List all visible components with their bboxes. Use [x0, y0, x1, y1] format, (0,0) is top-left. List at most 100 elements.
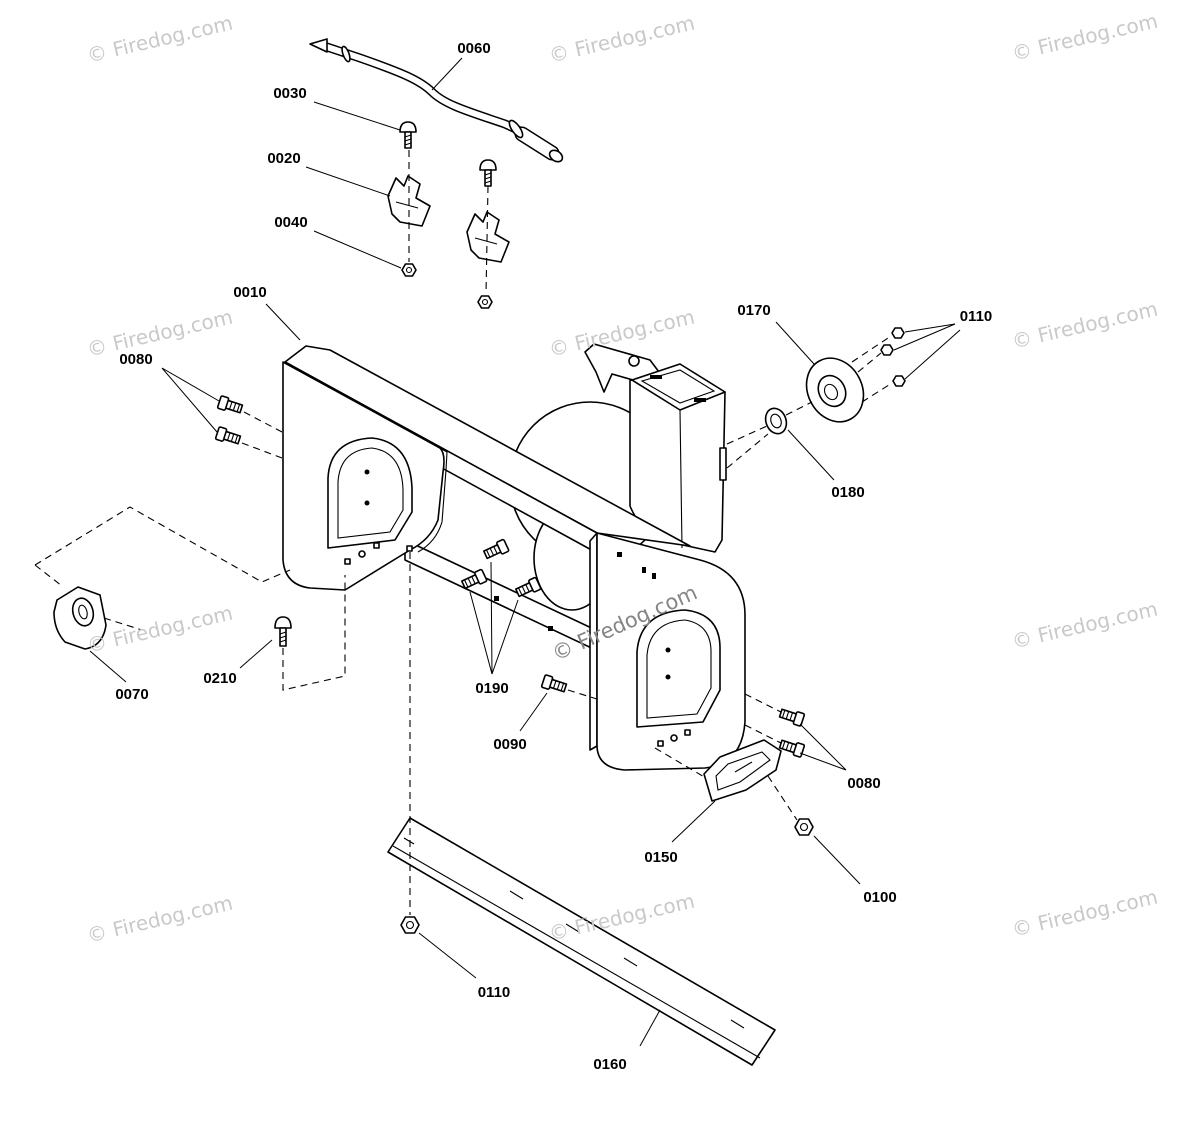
right-plate-slot	[684, 729, 691, 736]
bolt-head	[214, 426, 228, 442]
scraper-bevel	[392, 845, 761, 1059]
assembly-lines	[34, 150, 893, 915]
assembly-line	[785, 401, 813, 416]
leader-line-0060	[431, 57, 463, 91]
left-plate-hole	[364, 469, 370, 475]
watermark-text: © Firedog.com	[1010, 297, 1160, 354]
chute-bracket-hole	[628, 355, 640, 367]
leader-line-0210	[239, 639, 273, 669]
part-0190-bolt	[483, 538, 510, 560]
bolt-thread	[228, 401, 241, 412]
flange-hub	[817, 374, 847, 408]
part-0190-bolt	[515, 576, 542, 598]
leader-line-0090	[519, 692, 548, 732]
screw-head	[399, 121, 417, 133]
carriage-bolt-head	[274, 616, 292, 629]
assembly-line	[857, 352, 882, 373]
nut-hole	[481, 298, 489, 306]
nut-hole	[405, 266, 413, 274]
leader-line-0070	[89, 650, 127, 683]
watermark-text: © Firedog.com	[85, 11, 235, 68]
nut-body	[880, 344, 894, 356]
rail-slot	[494, 596, 499, 601]
part-0090-bolt	[540, 674, 568, 693]
callout-0070: 0070	[115, 686, 148, 703]
part-0080-bolt	[214, 426, 242, 445]
assembly-line	[744, 693, 782, 713]
scraper-slot	[730, 1019, 745, 1029]
watermark-text: © Firedog.com	[85, 305, 235, 362]
callout-0180: 0180	[831, 484, 864, 501]
part-0080-bolt	[216, 395, 244, 414]
bracket-fold	[474, 237, 498, 245]
right-plate-recess	[636, 609, 721, 728]
leader-line-0010	[265, 303, 301, 341]
bolt-thread	[781, 741, 794, 752]
assembly-line	[34, 564, 63, 587]
right-plate-slot	[652, 573, 656, 579]
callout-0080-left: 0080	[119, 351, 152, 368]
leader-line-0180	[787, 429, 835, 481]
callout-0030: 0030	[273, 85, 306, 102]
chute-edge	[679, 409, 683, 549]
watermark-text: © Firedog.com	[85, 891, 235, 948]
leader-line-0170	[775, 321, 815, 365]
assembly-line	[485, 185, 489, 295]
leader-line-0080-right	[799, 723, 847, 771]
left-plate-recess-inner	[337, 447, 404, 539]
rod-handle	[516, 128, 558, 159]
nut-body	[794, 818, 814, 836]
assembly-line	[744, 724, 782, 744]
part-0080-bolt	[778, 739, 806, 758]
shoe-slot	[734, 761, 753, 773]
callout-0190: 0190	[475, 680, 508, 697]
shoe-face	[715, 751, 771, 791]
assembly-line	[567, 689, 601, 701]
bolt-thread	[226, 432, 239, 443]
callout-0170: 0170	[737, 302, 770, 319]
part-0210-carriage-bolt	[274, 616, 292, 647]
part-0030-screw	[399, 121, 417, 149]
assembly-line	[282, 575, 346, 691]
right-plate-hole	[665, 647, 671, 653]
callout-0110-top: 0110	[960, 308, 993, 325]
callout-0210: 0210	[203, 670, 236, 687]
part-0180-bearing	[764, 407, 788, 435]
part-0110-nut	[880, 344, 894, 356]
watermark-text: © Firedog.com	[1010, 885, 1160, 942]
bolt-head	[540, 674, 554, 690]
assembly-line	[241, 442, 283, 459]
part-0100-nut	[794, 818, 814, 836]
callout-0090: 0090	[493, 736, 526, 753]
chute-mark	[650, 375, 662, 379]
callout-0080-right: 0080	[847, 775, 880, 792]
bolt-head	[792, 711, 806, 727]
bracket-body	[466, 211, 510, 263]
nut-body	[892, 375, 906, 387]
callout-0160: 0160	[593, 1056, 626, 1073]
watermark-text: © Firedog.com	[85, 601, 235, 658]
shoe-body	[703, 739, 782, 802]
bolt-thread	[552, 680, 565, 691]
watermark-text: © Firedog.com	[1010, 597, 1160, 654]
leader-line-0190	[469, 561, 519, 675]
assembly-line	[861, 382, 893, 403]
part-0190-bolt	[461, 568, 488, 590]
right-plate-hole	[665, 674, 671, 680]
rail-slot	[548, 626, 553, 631]
callout-0020: 0020	[267, 150, 300, 167]
bracket-fold	[395, 201, 419, 209]
callout-labels: 0060 0030 0020 0040 0010 0080 0170 0110 …	[115, 40, 992, 1073]
flange-bore	[823, 383, 839, 401]
right-plate-slot	[642, 567, 646, 573]
assembly-line	[654, 747, 707, 779]
callout-0040: 0040	[274, 214, 307, 231]
assembly-line	[103, 617, 143, 631]
scraper-slot	[565, 923, 580, 933]
part-0040-nut	[477, 295, 493, 309]
right-plate-slot	[617, 552, 622, 557]
assembly-line	[243, 411, 283, 433]
rod-tip	[309, 38, 328, 53]
screw-thread	[404, 134, 412, 146]
scraper-body	[387, 817, 776, 1066]
